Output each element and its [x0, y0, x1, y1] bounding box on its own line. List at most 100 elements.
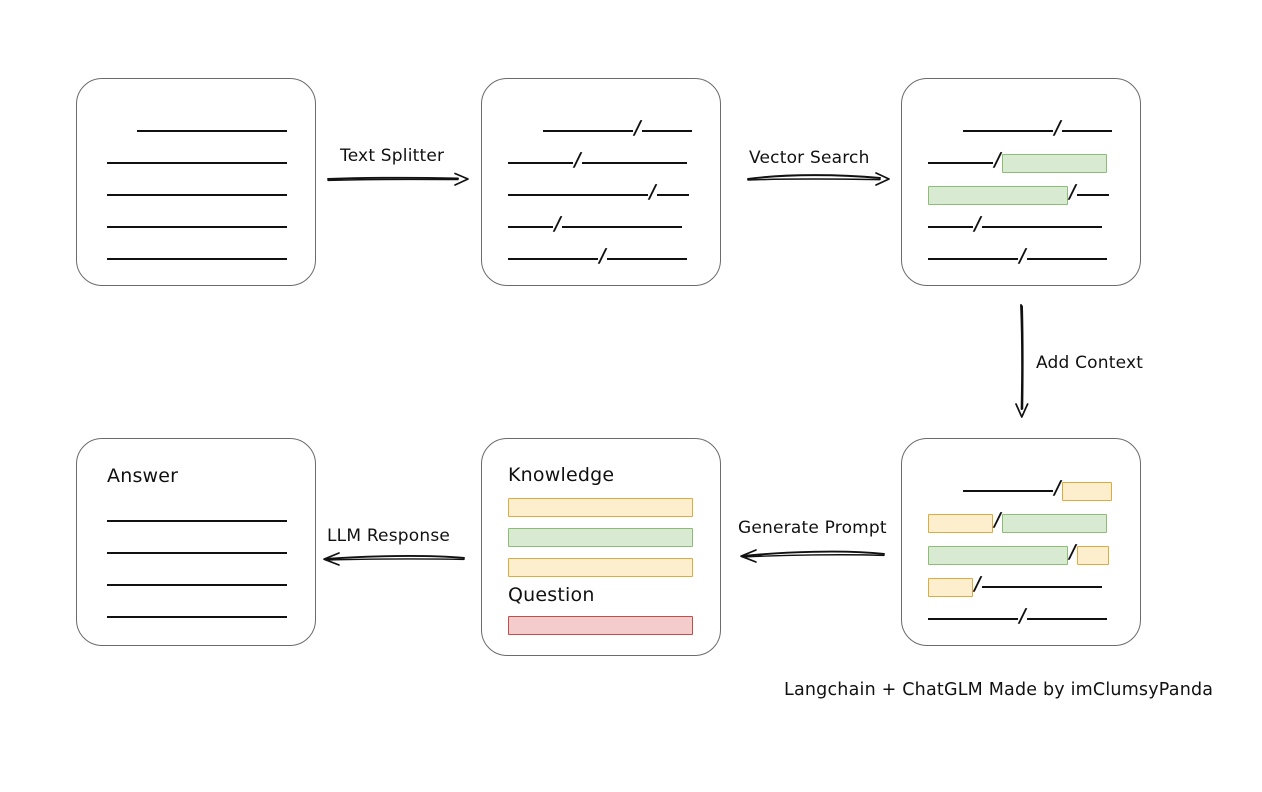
doc-row [482, 615, 720, 635]
text-line-segment [508, 194, 648, 196]
doc-row: / [482, 212, 720, 237]
doc-row [77, 185, 315, 205]
text-line-segment [928, 618, 1018, 620]
doc-row: / [902, 572, 1140, 597]
doc-row: / [902, 604, 1140, 629]
text-line-segment [581, 162, 687, 164]
highlight-chip-green [928, 185, 1068, 205]
text-line-segment [107, 584, 287, 586]
prompt-heading-question: Question [508, 584, 595, 606]
doc-row: / [902, 212, 1140, 237]
highlight-chip-yellow [1061, 481, 1112, 501]
chunk-separator-slash: / [1017, 604, 1028, 627]
text-line-segment [107, 552, 287, 554]
text-line-segment [107, 162, 287, 164]
text-line-segment [641, 130, 692, 132]
doc-row [77, 575, 315, 595]
text-line-segment [1026, 618, 1107, 620]
highlight-chip-yellow [1076, 545, 1109, 565]
text-line-segment [137, 130, 287, 132]
chunk-separator-slash: / [632, 116, 643, 139]
highlight-chip-yellow [928, 513, 993, 533]
vector-matched-chunks-lines: / / / / / [902, 79, 1140, 285]
doc-row: / [482, 180, 720, 205]
box-split-chunks[interactable]: / / / / / [481, 78, 721, 286]
box-vector-matched-chunks[interactable]: / / / / / [901, 78, 1141, 286]
highlight-chip-green [508, 527, 693, 547]
arrow-label-vector-search: Vector Search [749, 148, 870, 168]
doc-row [77, 249, 315, 269]
prompt-heading-knowledge: Knowledge [508, 464, 615, 486]
doc-row [482, 527, 720, 547]
highlight-chip-green [928, 545, 1068, 565]
context-added-chunks-lines: ///// [902, 439, 1140, 645]
doc-row [77, 217, 315, 237]
diagram-caption: Langchain + ChatGLM Made by imClumsyPand… [784, 680, 1214, 700]
text-line-segment [928, 258, 1018, 260]
doc-row: / [902, 541, 1140, 565]
arrow-add-context [1015, 304, 1029, 418]
doc-row: / [902, 244, 1140, 269]
chunk-separator-slash: / [972, 572, 983, 595]
doc-row [77, 121, 315, 141]
chunk-separator-slash: / [647, 180, 658, 203]
text-line-segment [508, 162, 573, 164]
doc-row [482, 497, 720, 517]
doc-row [77, 543, 315, 563]
arrow-vector-search [747, 172, 890, 186]
text-line-segment [963, 490, 1053, 492]
doc-row: / [902, 149, 1140, 173]
text-line-segment [107, 258, 287, 260]
box-context-added-chunks[interactable]: ///// [901, 438, 1141, 646]
chunk-separator-slash: / [552, 212, 563, 235]
highlight-chip-yellow [508, 557, 693, 577]
doc-row: / [482, 148, 720, 173]
arrow-llm-response [323, 552, 465, 566]
text-line-segment [606, 258, 687, 260]
text-line-segment [963, 130, 1053, 132]
chunk-separator-slash: / [972, 212, 983, 235]
doc-row [482, 557, 720, 577]
text-line-segment [928, 226, 973, 228]
chunk-separator-slash: / [572, 148, 583, 171]
arrow-label-text-splitter: Text Splitter [340, 146, 445, 166]
text-line-segment [107, 226, 287, 228]
box-answer[interactable]: Answer [76, 438, 316, 646]
text-line-segment [1061, 130, 1112, 132]
box-source-document[interactable] [76, 78, 316, 286]
arrow-label-add-context: Add Context [1036, 353, 1144, 373]
text-line-segment [107, 616, 287, 618]
highlight-chip-red [508, 615, 693, 635]
chunk-separator-slash: / [1067, 180, 1078, 203]
text-line-segment [508, 258, 598, 260]
text-line-segment [1076, 194, 1109, 196]
highlight-chip-green [1001, 153, 1107, 173]
source-document-lines [77, 79, 315, 285]
answer-lines [77, 439, 315, 645]
highlight-chip-yellow [508, 497, 693, 517]
doc-row: / [902, 116, 1140, 141]
text-line-segment [981, 586, 1102, 588]
arrow-label-generate-prompt: Generate Prompt [738, 518, 887, 538]
chunk-separator-slash: / [597, 244, 608, 267]
doc-row [77, 511, 315, 531]
doc-row: / [902, 509, 1140, 533]
text-line-segment [107, 520, 287, 522]
arrow-label-llm-response: LLM Response [327, 526, 451, 546]
text-line-segment [928, 162, 993, 164]
doc-row [77, 153, 315, 173]
highlight-chip-green [1001, 513, 1107, 533]
answer-heading: Answer [107, 465, 179, 487]
text-line-segment [543, 130, 633, 132]
arrow-text-splitter [327, 172, 469, 186]
text-line-segment [981, 226, 1102, 228]
text-line-segment [561, 226, 682, 228]
text-line-segment [107, 194, 287, 196]
box-prompt[interactable]: Knowledge Question [481, 438, 721, 656]
chunk-separator-slash: / [1017, 244, 1028, 267]
text-line-segment [1026, 258, 1107, 260]
doc-row: / [482, 244, 720, 269]
text-line-segment [656, 194, 689, 196]
chunk-separator-slash: / [1052, 116, 1063, 139]
